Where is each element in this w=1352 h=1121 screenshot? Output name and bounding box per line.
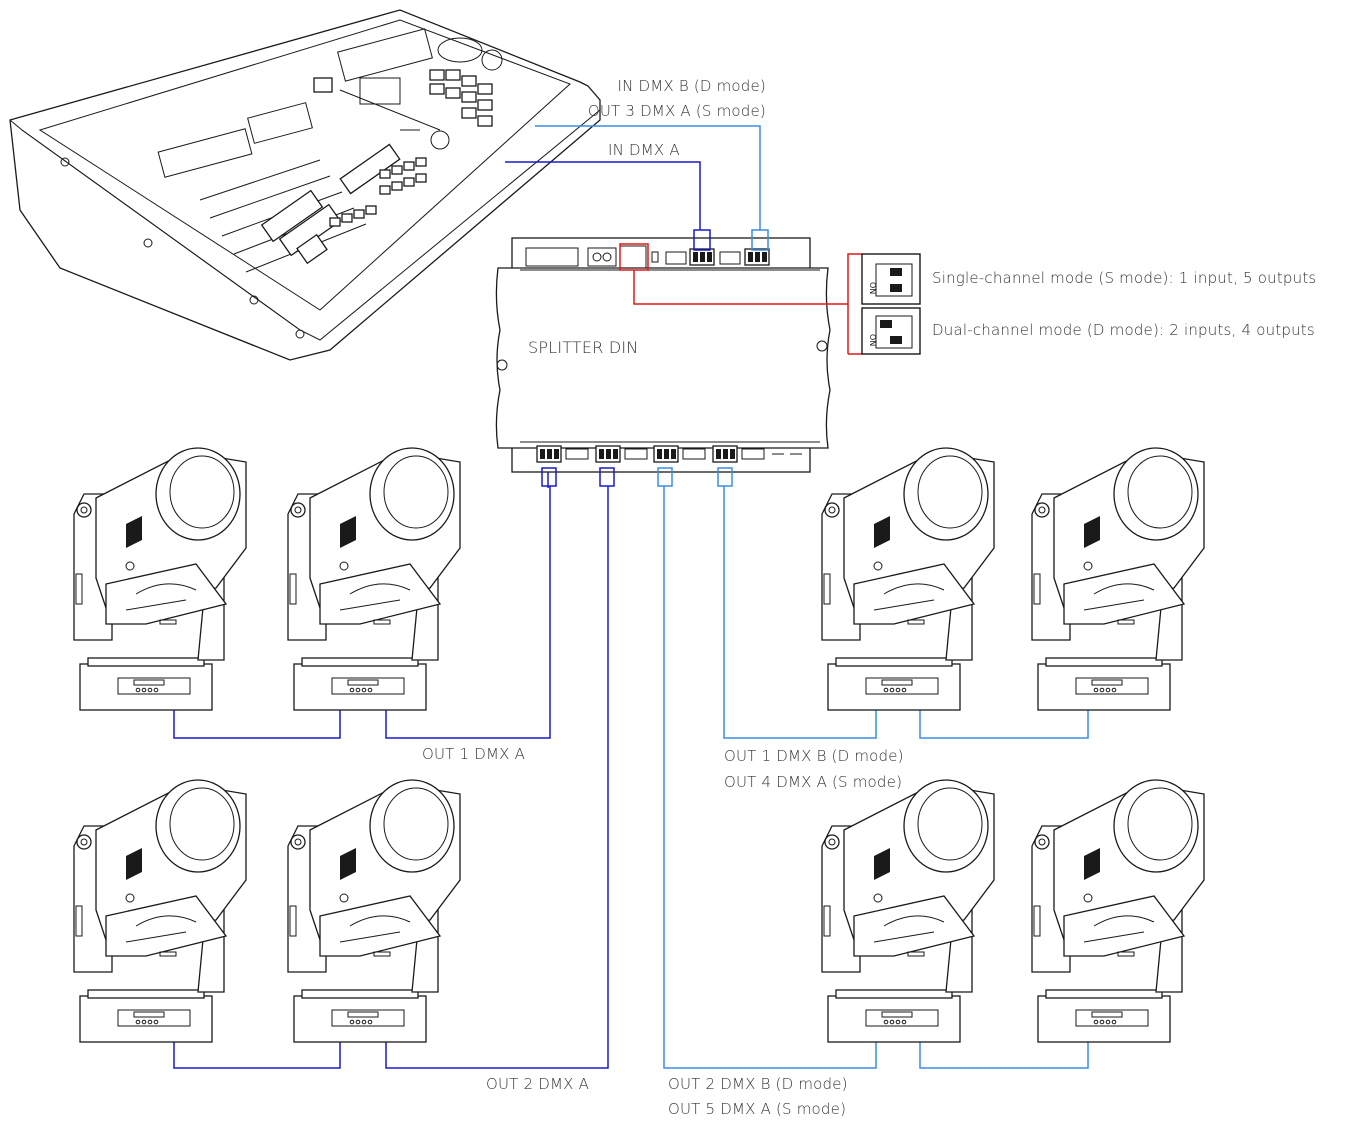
lighting-console	[9, 9, 601, 361]
label-out1-dmx-b: OUT 1 DMX B (D mode)	[724, 747, 904, 765]
moving-head-7	[821, 779, 995, 1043]
cables-dmx-a	[173, 161, 711, 1069]
label-out2-dmx-a: OUT 2 DMX A	[486, 1075, 590, 1093]
moving-head-2	[287, 447, 461, 711]
moving-head-5	[821, 447, 995, 711]
label-single-mode: Single-channel mode (S mode): 1 input, 5…	[932, 269, 1317, 287]
cables-dmx-b	[535, 125, 1089, 1069]
switch-icon-single	[861, 253, 921, 305]
splitter-din-label: SPLITTER DIN	[528, 338, 639, 357]
moving-head-1	[73, 447, 247, 711]
splitter-din	[495, 237, 831, 473]
switch-on-text-2: ON	[868, 334, 877, 346]
moving-head-8	[1031, 779, 1205, 1043]
label-out4-dmx-a-s: OUT 4 DMX A (S mode)	[724, 773, 903, 791]
label-out3-dmx-a-s: OUT 3 DMX A (S mode)	[587, 102, 766, 120]
switch-on-text-1: ON	[868, 282, 877, 294]
label-out5-dmx-a-s: OUT 5 DMX A (S mode)	[668, 1100, 847, 1118]
switch-icon-dual	[861, 307, 921, 355]
moving-head-6	[1031, 447, 1205, 711]
label-out2-dmx-b: OUT 2 DMX B (D mode)	[668, 1075, 848, 1093]
label-out1-dmx-a: OUT 1 DMX A	[422, 745, 526, 763]
label-in-dmx-a: IN DMX A	[608, 141, 680, 159]
moving-head-3	[73, 779, 247, 1043]
moving-head-4	[287, 779, 461, 1043]
mode-switch-callout	[619, 243, 862, 355]
label-dual-mode: Dual-channel mode (D mode): 2 inputs, 4 …	[932, 321, 1315, 339]
label-in-dmx-b: IN DMX B (D mode)	[617, 77, 766, 95]
